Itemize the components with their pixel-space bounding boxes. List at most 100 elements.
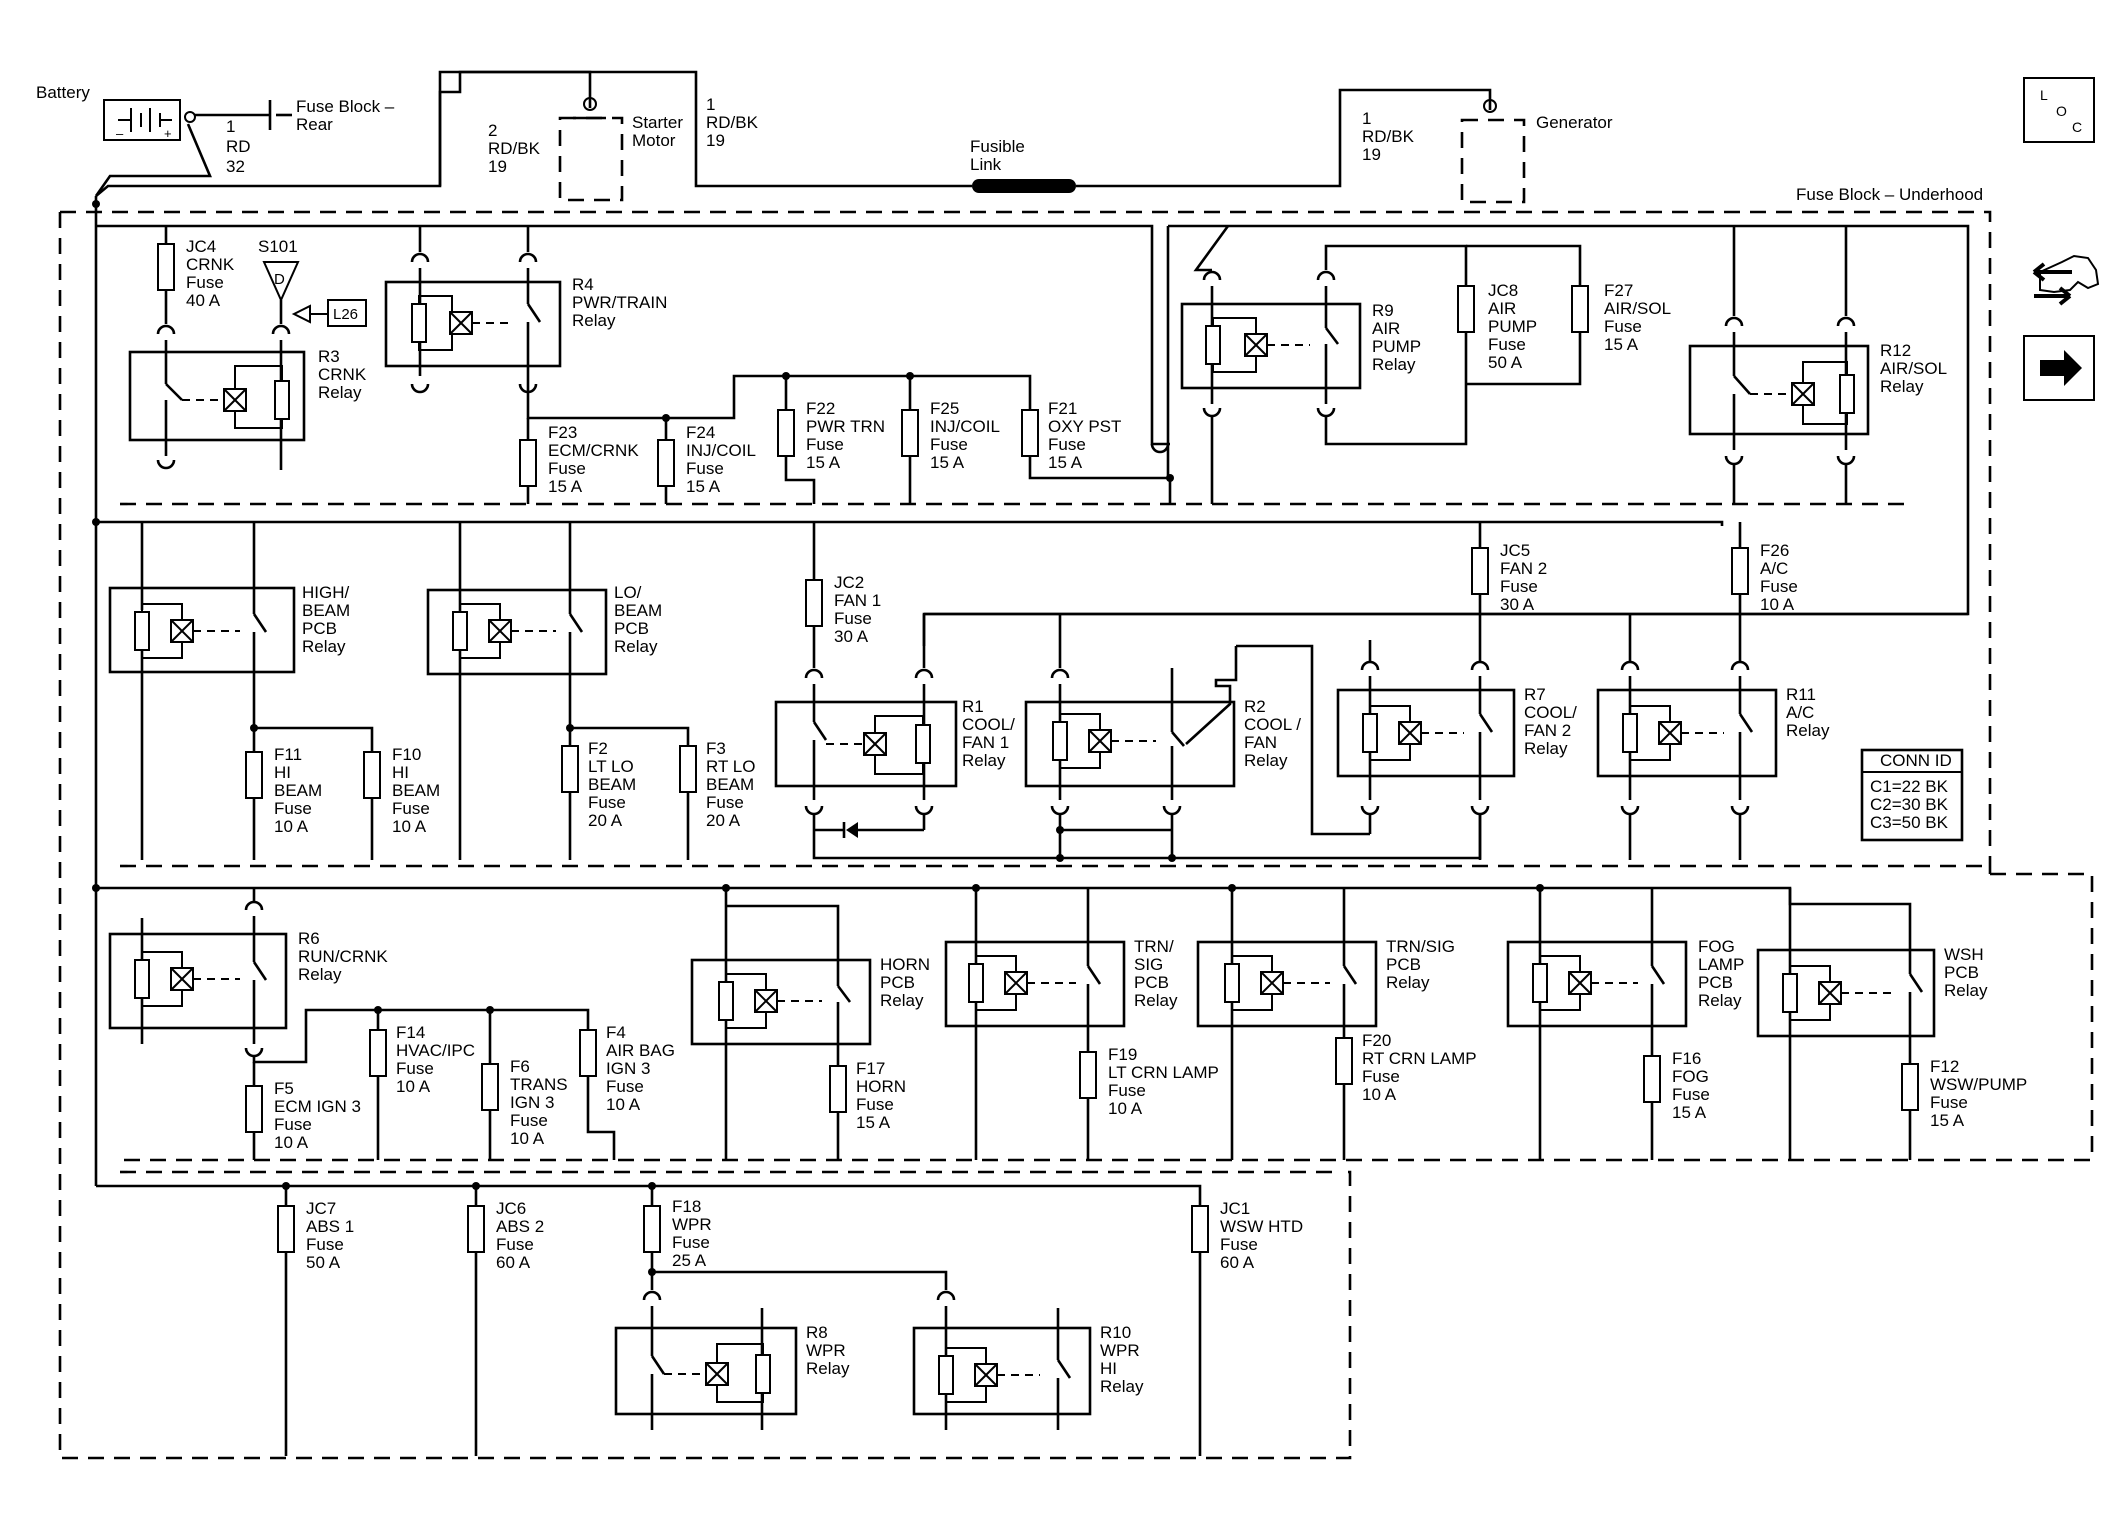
- svg-text:Relay: Relay: [1372, 355, 1416, 374]
- svg-text:Relay: Relay: [614, 637, 658, 656]
- starter-motor-label: Starter Motor: [632, 113, 683, 150]
- svg-text:BEAM: BEAM: [588, 775, 636, 794]
- svg-text:PUMP: PUMP: [1372, 337, 1421, 356]
- svg-text:RD/BK: RD/BK: [1362, 127, 1415, 146]
- svg-text:F18: F18: [672, 1197, 701, 1216]
- relay-r3: [128, 350, 306, 442]
- svg-text:F3: F3: [706, 739, 726, 758]
- relay-r6-label: R6 RUN/CRNK Relay: [298, 929, 388, 984]
- svg-text:R11: R11: [1786, 685, 1816, 704]
- svg-text:F4: F4: [606, 1023, 626, 1042]
- fuse-f19: [1079, 1051, 1097, 1099]
- svg-text:20 A: 20 A: [588, 811, 623, 830]
- svg-text:C2=30 BK: C2=30 BK: [1870, 795, 1949, 814]
- svg-text:JC6: JC6: [496, 1199, 526, 1218]
- svg-text:F23: F23: [548, 423, 577, 442]
- fuse-jc2-label: JC2 FAN 1 Fuse 30 A: [834, 573, 881, 646]
- svg-text:Relay: Relay: [806, 1359, 850, 1378]
- svg-text:PCB: PCB: [880, 973, 915, 992]
- fuse-f24-label: F24 INJ/COIL Fuse 15 A: [686, 423, 756, 496]
- svg-text:Fuse: Fuse: [1760, 577, 1798, 596]
- battery-wire-label: 1 RD 32: [226, 117, 251, 176]
- svg-text:Relay: Relay: [880, 991, 924, 1010]
- svg-text:L: L: [2040, 87, 2048, 103]
- loc-icon[interactable]: L O C: [2023, 77, 2095, 143]
- svg-text:A/C: A/C: [1786, 703, 1814, 722]
- svg-text:F26: F26: [1760, 541, 1789, 560]
- svg-text:30 A: 30 A: [1500, 595, 1535, 614]
- fuse-jc5: [1471, 547, 1489, 595]
- svg-text:32: 32: [226, 157, 245, 176]
- svg-text:FOG: FOG: [1672, 1067, 1709, 1086]
- svg-text:RT CRN LAMP: RT CRN LAMP: [1362, 1049, 1477, 1068]
- svg-text:HI: HI: [392, 763, 409, 782]
- svg-text:PCB: PCB: [1134, 973, 1169, 992]
- svg-text:AIR/SOL: AIR/SOL: [1604, 299, 1671, 318]
- fuse-f16: [1643, 1055, 1661, 1103]
- svg-text:Relay: Relay: [1786, 721, 1830, 740]
- relay-r10-label: R10 WPR HI Relay: [1100, 1323, 1144, 1396]
- svg-text:FAN 1: FAN 1: [962, 733, 1009, 752]
- svg-text:Fusible: Fusible: [970, 137, 1025, 156]
- fuse-f4: [579, 1029, 597, 1077]
- svg-text:Fuse: Fuse: [1220, 1235, 1258, 1254]
- svg-text:FAN 2: FAN 2: [1524, 721, 1571, 740]
- fuse-f25-label: F25 INJ/COIL Fuse 15 A: [930, 399, 1000, 472]
- relay-r12-label: R12 AIR/SOL Relay: [1880, 341, 1947, 396]
- svg-text:BEAM: BEAM: [614, 601, 662, 620]
- svg-text:60 A: 60 A: [1220, 1253, 1255, 1272]
- svg-text:Relay: Relay: [962, 751, 1006, 770]
- svg-text:PWR TRN: PWR TRN: [806, 417, 885, 436]
- svg-text:TRANS: TRANS: [510, 1075, 568, 1094]
- svg-text:Fuse: Fuse: [274, 799, 312, 818]
- svg-text:COOL/: COOL/: [962, 715, 1015, 734]
- fuse-f16-label: F16 FOG Fuse 15 A: [1672, 1049, 1710, 1122]
- fuse-f22: [777, 409, 795, 457]
- fuse-f18: [643, 1205, 661, 1253]
- svg-text:15 A: 15 A: [856, 1113, 891, 1132]
- svg-text:Relay: Relay: [1134, 991, 1178, 1010]
- svg-text:Fuse: Fuse: [1362, 1067, 1400, 1086]
- fuse-f17: [829, 1065, 847, 1113]
- fuse-jc6-label: JC6 ABS 2 Fuse 60 A: [496, 1199, 544, 1272]
- svg-text:SIG: SIG: [1134, 955, 1163, 974]
- svg-text:–: –: [116, 126, 124, 141]
- svg-text:60 A: 60 A: [496, 1253, 531, 1272]
- next-page-arrow-icon[interactable]: [2023, 335, 2095, 401]
- svg-text:HI: HI: [1100, 1359, 1117, 1378]
- svg-text:PUMP: PUMP: [1488, 317, 1537, 336]
- svg-text:Relay: Relay: [1386, 973, 1430, 992]
- svg-text:Motor: Motor: [632, 131, 676, 150]
- svg-text:C: C: [2072, 119, 2082, 135]
- fuse-f19-label: F19 LT CRN LAMP Fuse 10 A: [1108, 1045, 1219, 1118]
- svg-text:Relay: Relay: [1698, 991, 1742, 1010]
- svg-text:R8: R8: [806, 1323, 828, 1342]
- fuse-f5: [245, 1085, 263, 1133]
- svg-text:OXY PST: OXY PST: [1048, 417, 1121, 436]
- svg-text:R9: R9: [1372, 301, 1394, 320]
- connector-swap-icon[interactable]: [2032, 254, 2100, 306]
- svg-text:HORN: HORN: [856, 1077, 906, 1096]
- svg-text:15 A: 15 A: [686, 477, 721, 496]
- fuse-f6-label: F6 TRANS IGN 3 Fuse 10 A: [510, 1057, 568, 1148]
- svg-text:50 A: 50 A: [306, 1253, 341, 1272]
- svg-text:10 A: 10 A: [274, 817, 309, 836]
- fuse-f3: [679, 745, 697, 793]
- svg-text:F24: F24: [686, 423, 715, 442]
- fuse-f2: [561, 745, 579, 793]
- svg-text:ECM/CRNK: ECM/CRNK: [548, 441, 639, 460]
- relay-r8-label: R8 WPR Relay: [806, 1323, 850, 1378]
- relay-fog-label: FOG LAMP PCB Relay: [1698, 937, 1744, 1010]
- svg-text:WPR: WPR: [1100, 1341, 1140, 1360]
- svg-text:FAN 1: FAN 1: [834, 591, 881, 610]
- svg-text:R2: R2: [1244, 697, 1266, 716]
- svg-text:50 A: 50 A: [1488, 353, 1523, 372]
- fuse-f26-label: F26 A/C Fuse 10 A: [1760, 541, 1798, 614]
- relay-r2-label: R2 COOL / FAN Relay: [1244, 697, 1301, 770]
- svg-text:FAN 2: FAN 2: [1500, 559, 1547, 578]
- svg-text:R10: R10: [1100, 1323, 1131, 1342]
- svg-text:ECM IGN 3: ECM IGN 3: [274, 1097, 361, 1116]
- svg-text:WPR: WPR: [672, 1215, 712, 1234]
- svg-text:Fuse: Fuse: [686, 459, 724, 478]
- relay-r11: [1596, 688, 1778, 778]
